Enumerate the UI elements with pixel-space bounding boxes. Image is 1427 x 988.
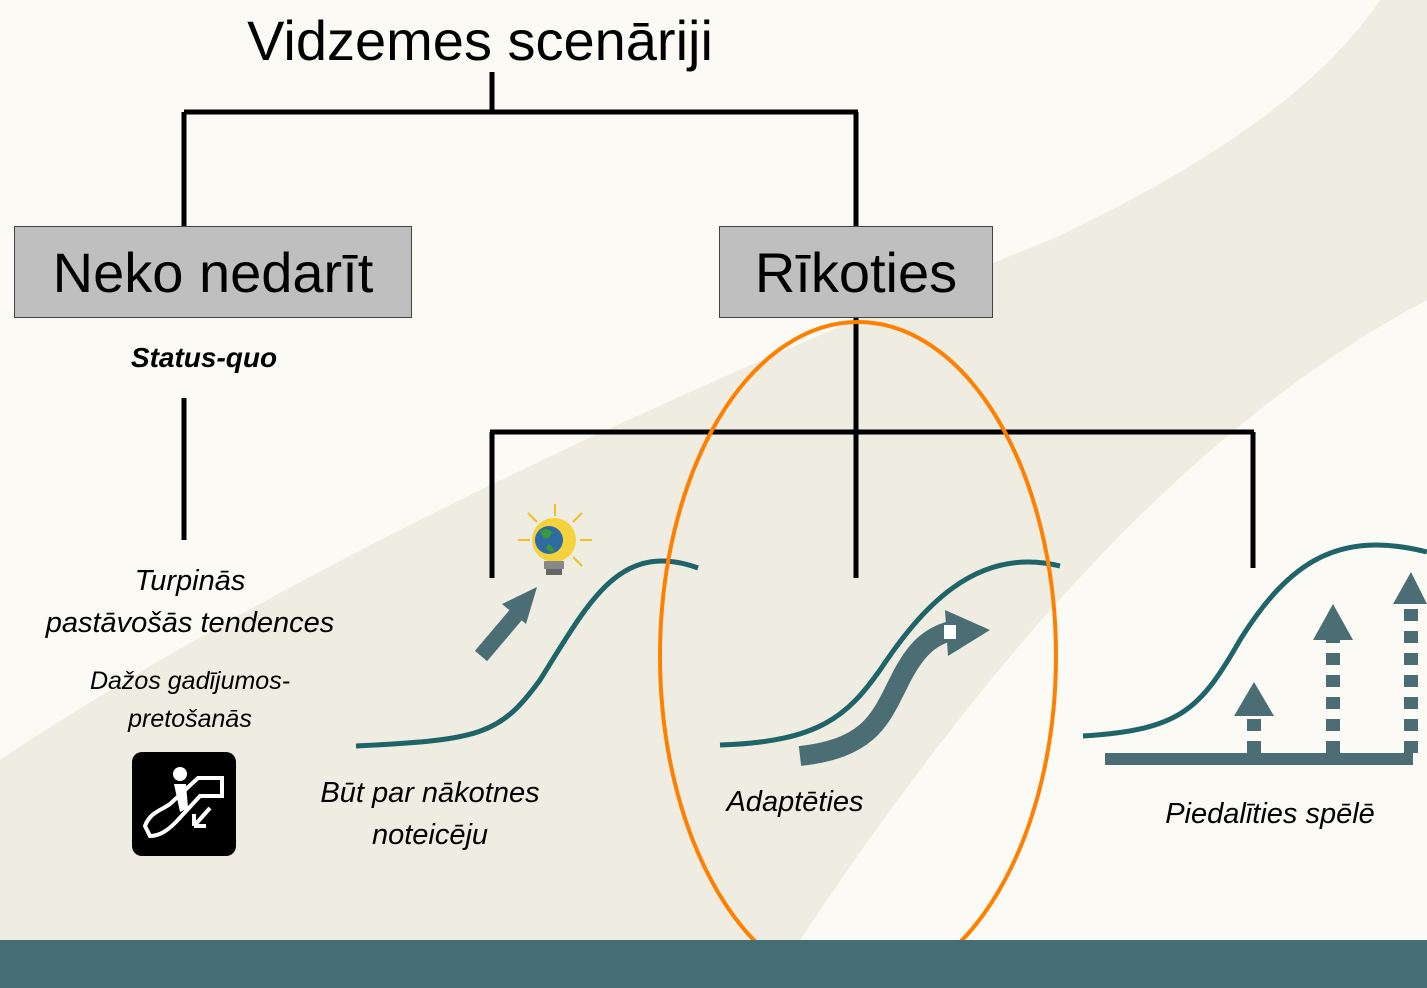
diagram-title: Vidzemes scenāriji — [247, 9, 713, 72]
tree-connectors — [181, 72, 1256, 578]
s-curve-3 — [1082, 542, 1427, 739]
left-desc-line3: Dažos gadījumos- — [89, 667, 291, 695]
s-curve-2 — [719, 559, 1061, 748]
s-curve-1 — [355, 558, 699, 749]
box-do-nothing-label: Neko nedarīt — [52, 240, 374, 304]
box-act-label: Rīkoties — [754, 240, 958, 304]
left-desc-line1: Turpinās — [134, 565, 246, 597]
box-do-nothing: Neko nedarīt — [14, 226, 412, 318]
background-swoosh — [0, 0, 1427, 940]
option-lead-line1: Būt par nākotnes — [320, 777, 540, 809]
lightbulb-globe-icon — [518, 504, 592, 575]
option-lead-line2: noteicēju — [371, 819, 489, 851]
left-description: Turpinās pastāvošās tendences — [0, 560, 380, 644]
option-adapt: Adaptēties — [726, 786, 864, 818]
footer-bar — [0, 940, 1427, 988]
left-subdescription: Dažos gadījumos- pretošanās — [40, 662, 340, 738]
option-lead-future: Būt par nākotnes noteicēju — [280, 772, 580, 856]
option-participate: Piedalīties spēlē — [1165, 798, 1375, 830]
s-curves — [355, 542, 1427, 749]
curved-arrow-icon — [798, 610, 990, 766]
box-act: Rīkoties — [719, 226, 993, 318]
dashed-arrows-icon — [1105, 572, 1427, 765]
arrow-up-right-icon — [474, 587, 537, 662]
left-desc-line2: pastāvošās tendences — [45, 607, 335, 639]
escalator-down-icon — [132, 752, 236, 856]
left-desc-line4: pretošanās — [128, 705, 252, 733]
status-quo-label: Status-quo — [130, 342, 278, 373]
highlight-ellipse — [658, 320, 1058, 988]
